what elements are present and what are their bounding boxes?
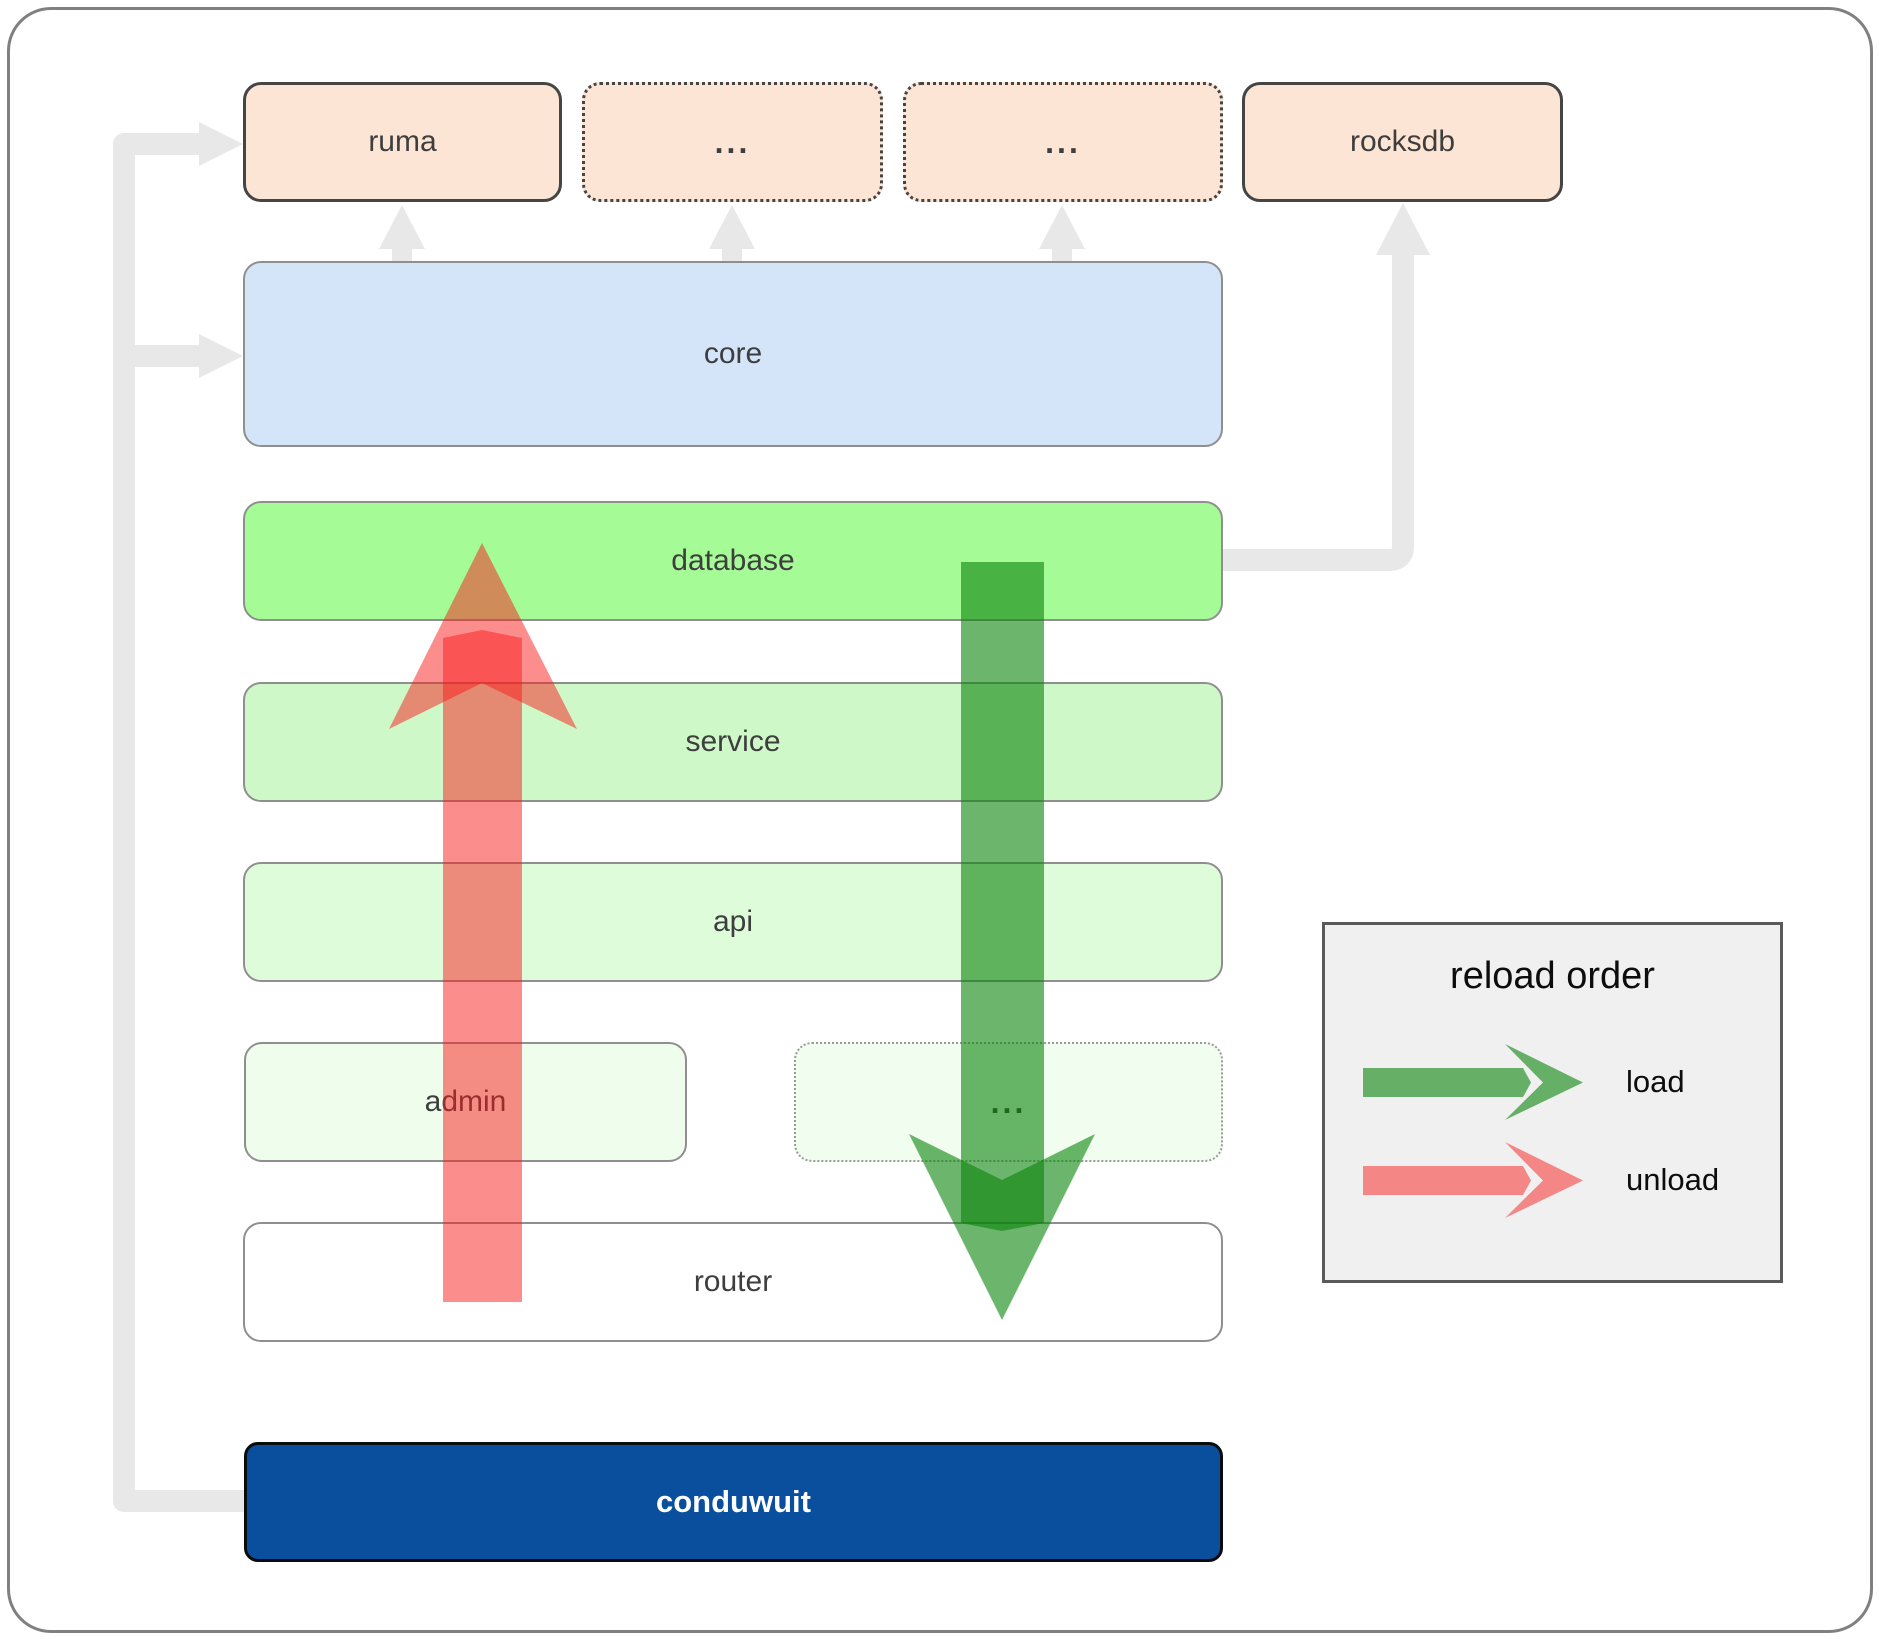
box-ellipsis-top-2: ... [903, 82, 1223, 202]
legend-title: reload order [1450, 955, 1655, 997]
box-ellipsis-admin-row-label: ... [990, 1083, 1027, 1120]
diagram-outer-frame [7, 7, 1873, 1633]
box-api-label: api [712, 905, 754, 938]
box-core: core [243, 261, 1223, 447]
box-router-label: router [693, 1265, 773, 1298]
box-ellipsis-top-2-label: ... [1045, 123, 1081, 160]
box-router: router [243, 1222, 1223, 1342]
box-core-label: core [703, 337, 763, 370]
box-ellipsis-top-1: ... [582, 82, 883, 202]
box-ruma-label: ruma [368, 125, 437, 158]
box-service: service [243, 682, 1223, 802]
box-database: database [243, 501, 1223, 621]
box-ruma: ruma [243, 82, 562, 202]
box-admin: admin [244, 1042, 687, 1162]
box-conduwuit: conduwuit [244, 1442, 1223, 1562]
box-ellipsis-top-1-label: ... [714, 123, 751, 160]
legend-load-label: load [1626, 1064, 1685, 1099]
box-admin-label: admin [424, 1085, 507, 1118]
legend-unload-label: unload [1626, 1162, 1720, 1197]
box-rocksdb-label: rocksdb [1349, 125, 1456, 158]
box-ellipsis-admin-row: ... [794, 1042, 1223, 1162]
box-api: api [243, 862, 1223, 982]
box-database-label: database [671, 544, 795, 577]
box-rocksdb: rocksdb [1242, 82, 1563, 202]
box-service-label: service [685, 725, 781, 758]
box-conduwuit-label: conduwuit [656, 1484, 811, 1519]
legend-box: reload order [1322, 922, 1783, 1283]
